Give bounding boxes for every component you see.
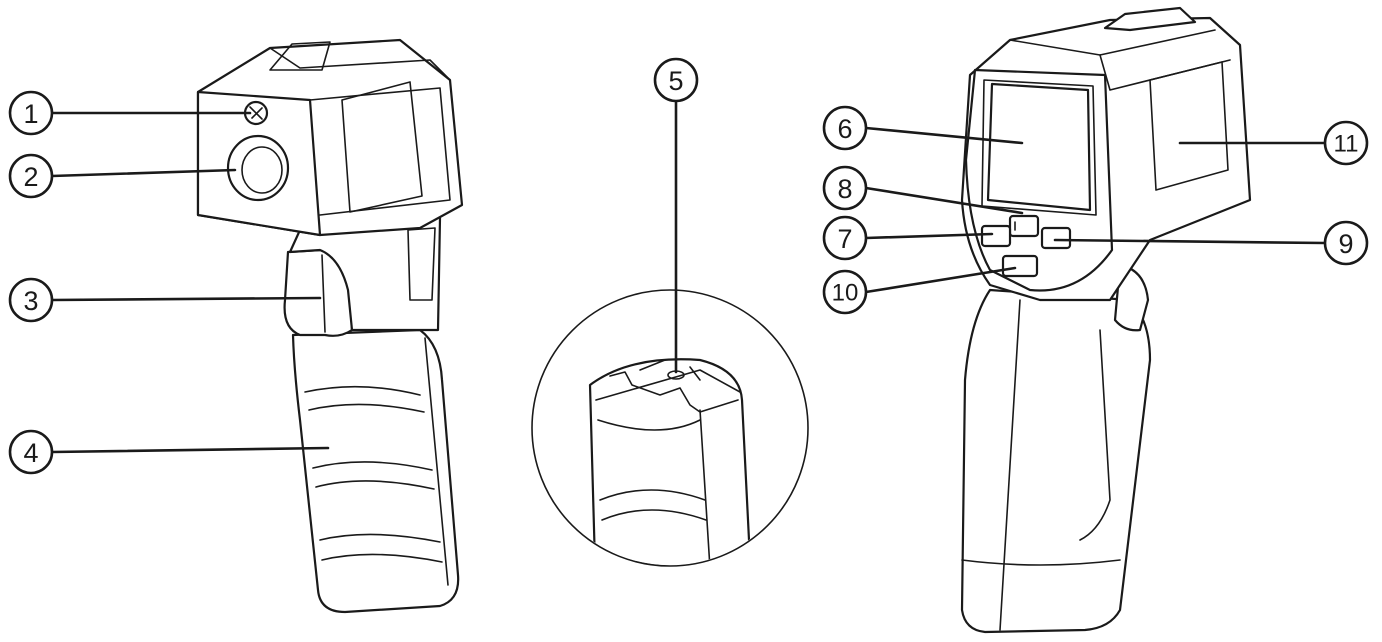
leader-line-6 xyxy=(864,126,1024,145)
grip-ridge xyxy=(319,533,441,543)
callout-label: 7 xyxy=(837,224,852,254)
leader-line-9 xyxy=(1053,238,1327,245)
callout-label: 5 xyxy=(668,66,683,96)
head-side-face xyxy=(309,87,451,216)
callout-5: 5 xyxy=(653,57,699,103)
callout-label: 10 xyxy=(832,280,859,307)
callout-2: 2 xyxy=(8,153,54,199)
callout-circle xyxy=(653,57,699,103)
side-window xyxy=(341,81,423,213)
callout-circle xyxy=(8,429,54,475)
callout-10: 10 xyxy=(822,269,868,315)
callout-4: 4 xyxy=(8,429,54,475)
grip-ridge xyxy=(308,403,425,413)
grip-ridge xyxy=(304,385,421,396)
callout-8: 8 xyxy=(822,165,868,211)
leader-line-4 xyxy=(50,446,330,454)
side-grip xyxy=(1079,329,1111,541)
base-groove xyxy=(609,371,739,413)
lcd-display xyxy=(986,82,1092,212)
head-top-cap xyxy=(1103,6,1197,32)
callout-label: 8 xyxy=(837,174,852,204)
laser-pointer-mark xyxy=(249,106,263,120)
leader-line-7 xyxy=(864,232,994,240)
callout-label: 4 xyxy=(23,438,38,468)
leader-line-3 xyxy=(50,296,322,302)
callout-circle xyxy=(8,90,54,136)
callout-3: 3 xyxy=(8,277,54,323)
left-button xyxy=(980,224,1012,248)
handle-bottom xyxy=(588,358,754,565)
bottom-detail-view xyxy=(531,289,809,567)
head-top-notch xyxy=(269,41,331,71)
grip-ridge xyxy=(312,461,433,471)
leader-line-2 xyxy=(50,168,237,178)
right-button xyxy=(1040,226,1072,250)
callout-1: 1 xyxy=(8,90,54,136)
side-panel xyxy=(407,227,436,301)
callout-label: 11 xyxy=(1334,131,1359,158)
callout-circle xyxy=(822,269,868,315)
handle-outline xyxy=(291,328,460,614)
base-rim xyxy=(595,369,741,401)
handle-outline xyxy=(960,288,1152,634)
infrared-sensor-lens xyxy=(226,134,290,202)
left-device-front-view xyxy=(196,38,464,614)
handle-ridge xyxy=(597,419,701,431)
callout-circle xyxy=(8,153,54,199)
leader-lines xyxy=(50,100,1327,454)
callout-11: 11 xyxy=(1323,120,1369,166)
callout-circle xyxy=(1323,220,1369,266)
leader-line-10 xyxy=(864,266,1017,294)
trigger-edge xyxy=(321,254,326,333)
grip-ridge xyxy=(315,480,435,490)
callout-circle xyxy=(8,277,54,323)
callout-circle xyxy=(822,215,868,261)
callout-circle xyxy=(1323,120,1369,166)
callout-label: 6 xyxy=(837,114,852,144)
grip-edge xyxy=(424,337,449,586)
right-device-rear-view xyxy=(960,6,1252,634)
detail-circle xyxy=(531,289,809,567)
neck-outline xyxy=(288,213,442,332)
callout-9: 9 xyxy=(1323,220,1369,266)
callout-label: 9 xyxy=(1338,229,1353,259)
leader-line-8 xyxy=(864,186,1024,215)
infrared-sensor-inner-ring xyxy=(241,146,283,194)
base-step xyxy=(639,359,701,381)
side-window xyxy=(1149,61,1229,191)
callout-label: 1 xyxy=(23,99,38,129)
lcd-bezel xyxy=(981,79,1097,216)
callout-label: 2 xyxy=(23,162,38,192)
callout-circle xyxy=(822,105,868,151)
callout-label: 3 xyxy=(23,286,38,316)
handle-ridge xyxy=(599,489,706,501)
handle-edge xyxy=(699,409,713,565)
handle-ridge xyxy=(601,509,707,521)
grip-ridge xyxy=(321,553,443,563)
head-top-edge xyxy=(269,47,451,81)
battery-cover-line xyxy=(961,559,1121,566)
handle-seam xyxy=(999,299,1021,631)
callout-circle xyxy=(822,165,868,211)
down-button xyxy=(1001,254,1039,278)
callout-7: 7 xyxy=(822,215,868,261)
callout-6: 6 xyxy=(822,105,868,151)
